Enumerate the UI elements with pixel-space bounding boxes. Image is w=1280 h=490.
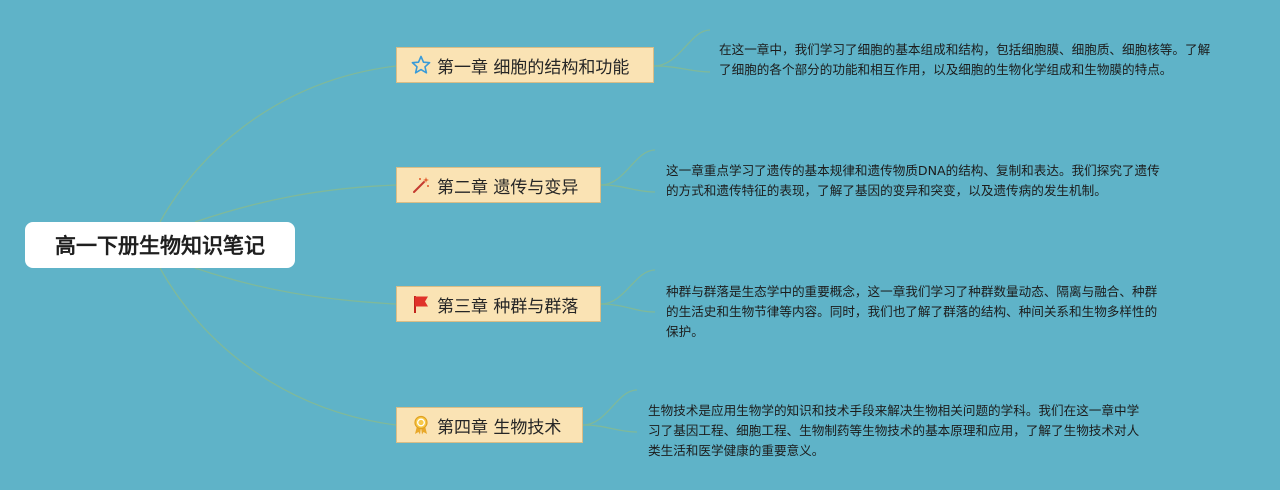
chapter-label-2: 第二章 遗传与变异 xyxy=(437,177,579,198)
root-topic[interactable]: 高一下册生物知识笔记 xyxy=(25,222,295,268)
chapter-topic-4[interactable]: 第四章 生物技术 xyxy=(396,407,583,443)
branch-line-2 xyxy=(194,184,397,223)
star-icon xyxy=(411,55,431,75)
chapter-label-3: 第三章 种群与群落 xyxy=(437,296,579,317)
branch-line-1 xyxy=(159,65,397,223)
red-flag-icon xyxy=(411,294,431,314)
chapter-note-3: 种群与群落是生态学中的重要概念，这一章我们学习了种群数量动态、隔离与融合、种群的… xyxy=(666,284,1158,339)
note-bracket-3 xyxy=(600,269,656,305)
magic-wand-icon xyxy=(411,175,431,195)
branch-line-3 xyxy=(194,267,397,305)
chapter-note-4: 生物技术是应用生物学的知识和技术手段来解决生物相关问题的学科。我们在这一章中学习… xyxy=(648,403,1140,458)
chapter-note-1: 在这一章中，我们学习了细胞的基本组成和结构，包括细胞膜、细胞质、细胞核等。了解了… xyxy=(719,42,1211,77)
note-line-4 xyxy=(582,424,638,433)
note-bracket-2 xyxy=(600,149,656,186)
note-line-1 xyxy=(653,65,711,73)
note-bracket-1 xyxy=(653,29,711,67)
branch-line-4 xyxy=(159,267,397,426)
note-line-3 xyxy=(600,303,656,313)
award-ribbon-icon xyxy=(411,415,431,435)
chapter-label-1: 第一章 细胞的结构和功能 xyxy=(437,57,630,78)
chapter-note-2: 这一章重点学习了遗传的基本规律和遗传物质DNA的结构、复制和表达。我们探究了遗传… xyxy=(666,163,1160,198)
note-line-2 xyxy=(600,184,656,193)
note-bracket-4 xyxy=(582,389,638,426)
chapter-topic-2[interactable]: 第二章 遗传与变异 xyxy=(396,167,601,203)
root-title: 高一下册生物知识笔记 xyxy=(55,234,265,258)
chapter-topic-1[interactable]: 第一章 细胞的结构和功能 xyxy=(396,47,654,83)
chapter-label-4: 第四章 生物技术 xyxy=(437,417,562,438)
chapter-topic-3[interactable]: 第三章 种群与群落 xyxy=(396,286,601,322)
